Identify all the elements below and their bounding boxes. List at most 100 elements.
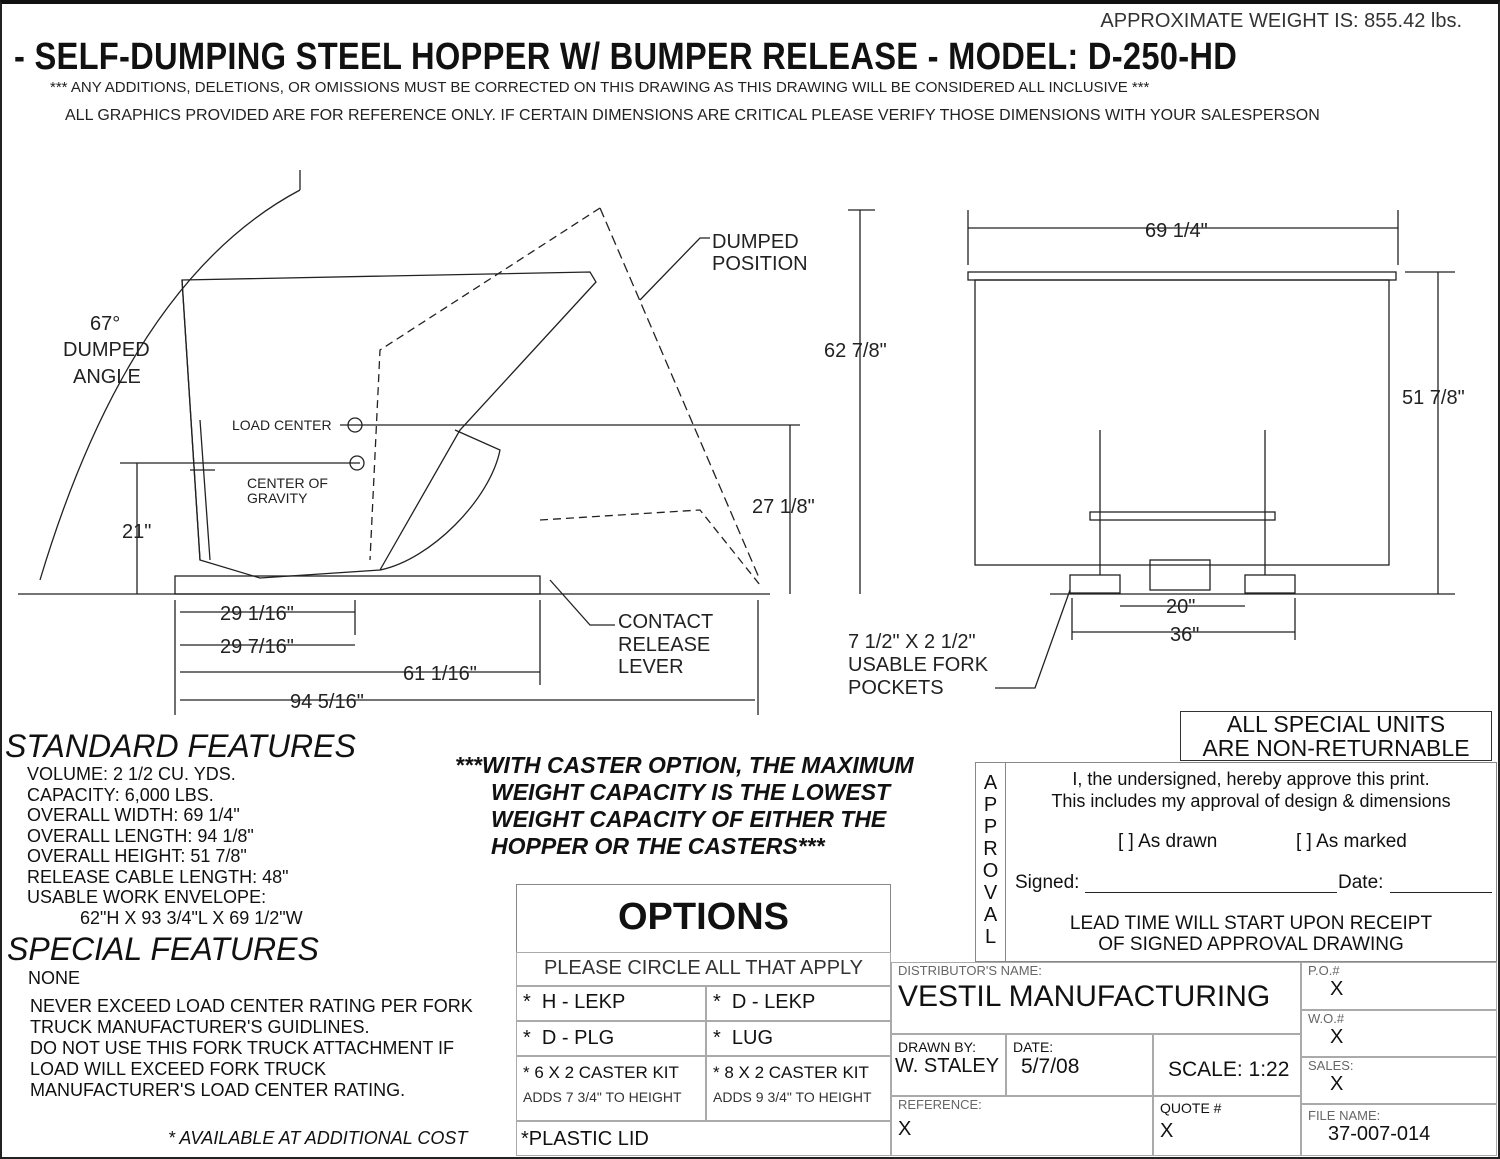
dim-width: 69 1/4" (1145, 220, 1208, 242)
option-label: D - PLG (541, 1027, 615, 1049)
additional-cost-note: * AVAILABLE AT ADDITIONAL COST (168, 1128, 468, 1148)
non-returnable-line: ALL SPECIAL UNITS (1226, 711, 1446, 737)
non-returnable-line: ARE NON-RETURNABLE (1202, 735, 1470, 761)
options-instruction: PLEASE CIRCLE ALL THAT APPLY (516, 952, 891, 986)
fork-pocket-label: 7 1/2" X 2 1/2" (848, 631, 976, 653)
warnings: NEVER EXCEED LOAD CENTER RATING PER FORK… (30, 996, 473, 1101)
file-name-value: 37-007-014 (1328, 1123, 1431, 1145)
page-title: - SELF-DUMPING STEEL HOPPER W/ BUMPER RE… (14, 36, 1238, 78)
non-returnable-notice: ALL SPECIAL UNITS ARE NON-RETURNABLE (1180, 711, 1492, 761)
dim-height: 51 7/8" (1402, 387, 1465, 409)
approximate-weight: APPROXIMATE WEIGHT IS: 855.42 lbs. (1100, 10, 1462, 32)
lever-label: CONTACT (618, 611, 713, 633)
distributor-name: VESTIL MANUFACTURING (898, 980, 1271, 1013)
approval-line: This includes my approval of design & di… (1051, 791, 1451, 811)
standard-features-list: VOLUME: 2 1/2 CU. YDS. CAPACITY: 6,000 L… (27, 764, 303, 928)
feature-item: OVERALL HEIGHT: 51 7/8" (27, 846, 247, 866)
approval-statement: I, the undersigned, hereby approve this … (1006, 768, 1496, 812)
feature-item: USABLE WORK ENVELOPE: (27, 887, 267, 907)
dumped-position-label: DUMPED (712, 231, 799, 253)
quote-value: X (1160, 1120, 1174, 1142)
option-d-lekp[interactable]: * D - LEKP (706, 986, 891, 1021)
reference-value: X (898, 1118, 912, 1140)
as-marked-checkbox[interactable]: [ ] As marked (1296, 831, 1407, 852)
warning-line: TRUCK MANUFACTURER'S GUIDLINES. (30, 1017, 370, 1037)
dim-load-height: 27 1/8" (752, 496, 815, 518)
reference-label: REFERENCE: (898, 1097, 982, 1112)
dim-29-7-16: 29 7/16" (220, 636, 294, 658)
option-plastic-lid[interactable]: *PLASTIC LID (516, 1121, 891, 1156)
caster-note-line: HOPPER OR THE CASTERS*** (491, 833, 825, 859)
caster-note-line: ***WITH CASTER OPTION, THE MAXIMUM (455, 752, 914, 778)
file-name-cell: FILE NAME:37-007-014 (1301, 1104, 1497, 1156)
wo-value: X (1330, 1026, 1344, 1048)
reference-cell: REFERENCE: X (891, 1096, 1153, 1156)
option-label: 6 X 2 CASTER KIT (534, 1063, 679, 1082)
signature-field[interactable] (1085, 892, 1337, 893)
date-label-tb: DATE: (1013, 1039, 1054, 1055)
special-features-heading: SPECIAL FEATURES (7, 931, 319, 967)
approval-line: I, the undersigned, hereby approve this … (1072, 769, 1430, 789)
caster-note-line: WEIGHT CAPACITY IS THE LOWEST (491, 779, 891, 805)
drawn-by-cell: DRAWN BY:W. STALEY (891, 1034, 1006, 1096)
dim-94-5-16: 94 5/16" (290, 691, 364, 713)
side-view (18, 170, 875, 715)
feature-item: RELEASE CABLE LENGTH: 48" (27, 866, 289, 887)
special-features-value: NONE (28, 968, 81, 988)
dim-total-height: 62 7/8" (824, 340, 887, 362)
option-h-lekp[interactable]: * H - LEKP (516, 986, 706, 1021)
wo-label: W.O.# (1308, 1011, 1345, 1026)
file-name-label: FILE NAME: (1308, 1108, 1381, 1123)
notice-reference: ALL GRAPHICS PROVIDED ARE FOR REFERENCE … (65, 107, 1320, 124)
option-label: H - LEKP (541, 991, 626, 1013)
distributor-label: DISTRIBUTOR'S NAME: (898, 963, 1042, 978)
feature-item: 62"H X 93 3/4"L X 69 1/2"W (80, 907, 303, 928)
option-label: LUG (731, 1027, 774, 1049)
drawn-by-value: W. STALEY (895, 1055, 1000, 1077)
as-drawn-checkbox[interactable]: [ ] As drawn (1118, 831, 1218, 852)
date-cell: DATE:5/7/08 (1006, 1034, 1153, 1096)
lever-label-3: LEVER (618, 656, 684, 678)
cog-label: CENTER OF (247, 475, 328, 491)
option-sub: ADDS 9 3/4" TO HEIGHT (713, 1089, 872, 1105)
fork-pocket-label-2: USABLE FORK (848, 654, 989, 676)
date-value: 5/7/08 (1021, 1055, 1080, 1078)
load-center-label: LOAD CENTER (232, 417, 332, 433)
warning-line: DO NOT USE THIS FORK TRUCK ATTACHMENT IF (30, 1038, 455, 1058)
lead-line: LEAD TIME WILL START UPON RECEIPT (1069, 913, 1433, 934)
lever-label-2: RELEASE (618, 634, 710, 656)
fork-pocket-label-3: POCKETS (848, 677, 944, 699)
feature-item: OVERALL LENGTH: 94 1/8" (27, 825, 254, 846)
option-sub: ADDS 7 3/4" TO HEIGHT (523, 1089, 682, 1105)
feature-item: VOLUME: 2 1/2 CU. YDS. (27, 764, 236, 784)
lead-line: OF SIGNED APPROVAL DRAWING (1098, 934, 1404, 955)
approval-date-field[interactable] (1390, 892, 1492, 893)
warning-line: MANUFACTURER'S LOAD CENTER RATING. (30, 1080, 406, 1100)
signed-label: Signed: (1015, 872, 1080, 893)
option-lug[interactable]: * LUG (706, 1021, 891, 1056)
dim-61-1-16: 61 1/16" (403, 663, 477, 685)
sales-value: X (1330, 1073, 1344, 1095)
dim-21: 21" (122, 521, 151, 543)
dim-36: 36" (1170, 624, 1199, 646)
po-cell: P.O.#X (1301, 962, 1497, 1010)
option-label: D - LEKP (731, 991, 816, 1013)
wo-cell: W.O.#X (1301, 1010, 1497, 1057)
option-d-plg[interactable]: * D - PLG (516, 1021, 706, 1056)
date-label: Date: (1338, 872, 1384, 893)
warning-line: LOAD WILL EXCEED FORK TRUCK (30, 1059, 327, 1079)
warning-line: NEVER EXCEED LOAD CENTER RATING PER FORK (30, 996, 473, 1016)
option-label: PLASTIC LID (528, 1128, 649, 1150)
scale: SCALE: 1:22 (1153, 1034, 1301, 1096)
dim-20: 20" (1166, 596, 1195, 618)
caster-note-line: WEIGHT CAPACITY OF EITHER THE (491, 806, 887, 832)
drawn-by-label: DRAWN BY: (898, 1039, 977, 1055)
options-title: OPTIONS (617, 896, 790, 938)
angle-label-2: ANGLE (73, 366, 141, 388)
notice-inclusive: *** ANY ADDITIONS, DELETIONS, OR OMISSIO… (50, 79, 1150, 96)
